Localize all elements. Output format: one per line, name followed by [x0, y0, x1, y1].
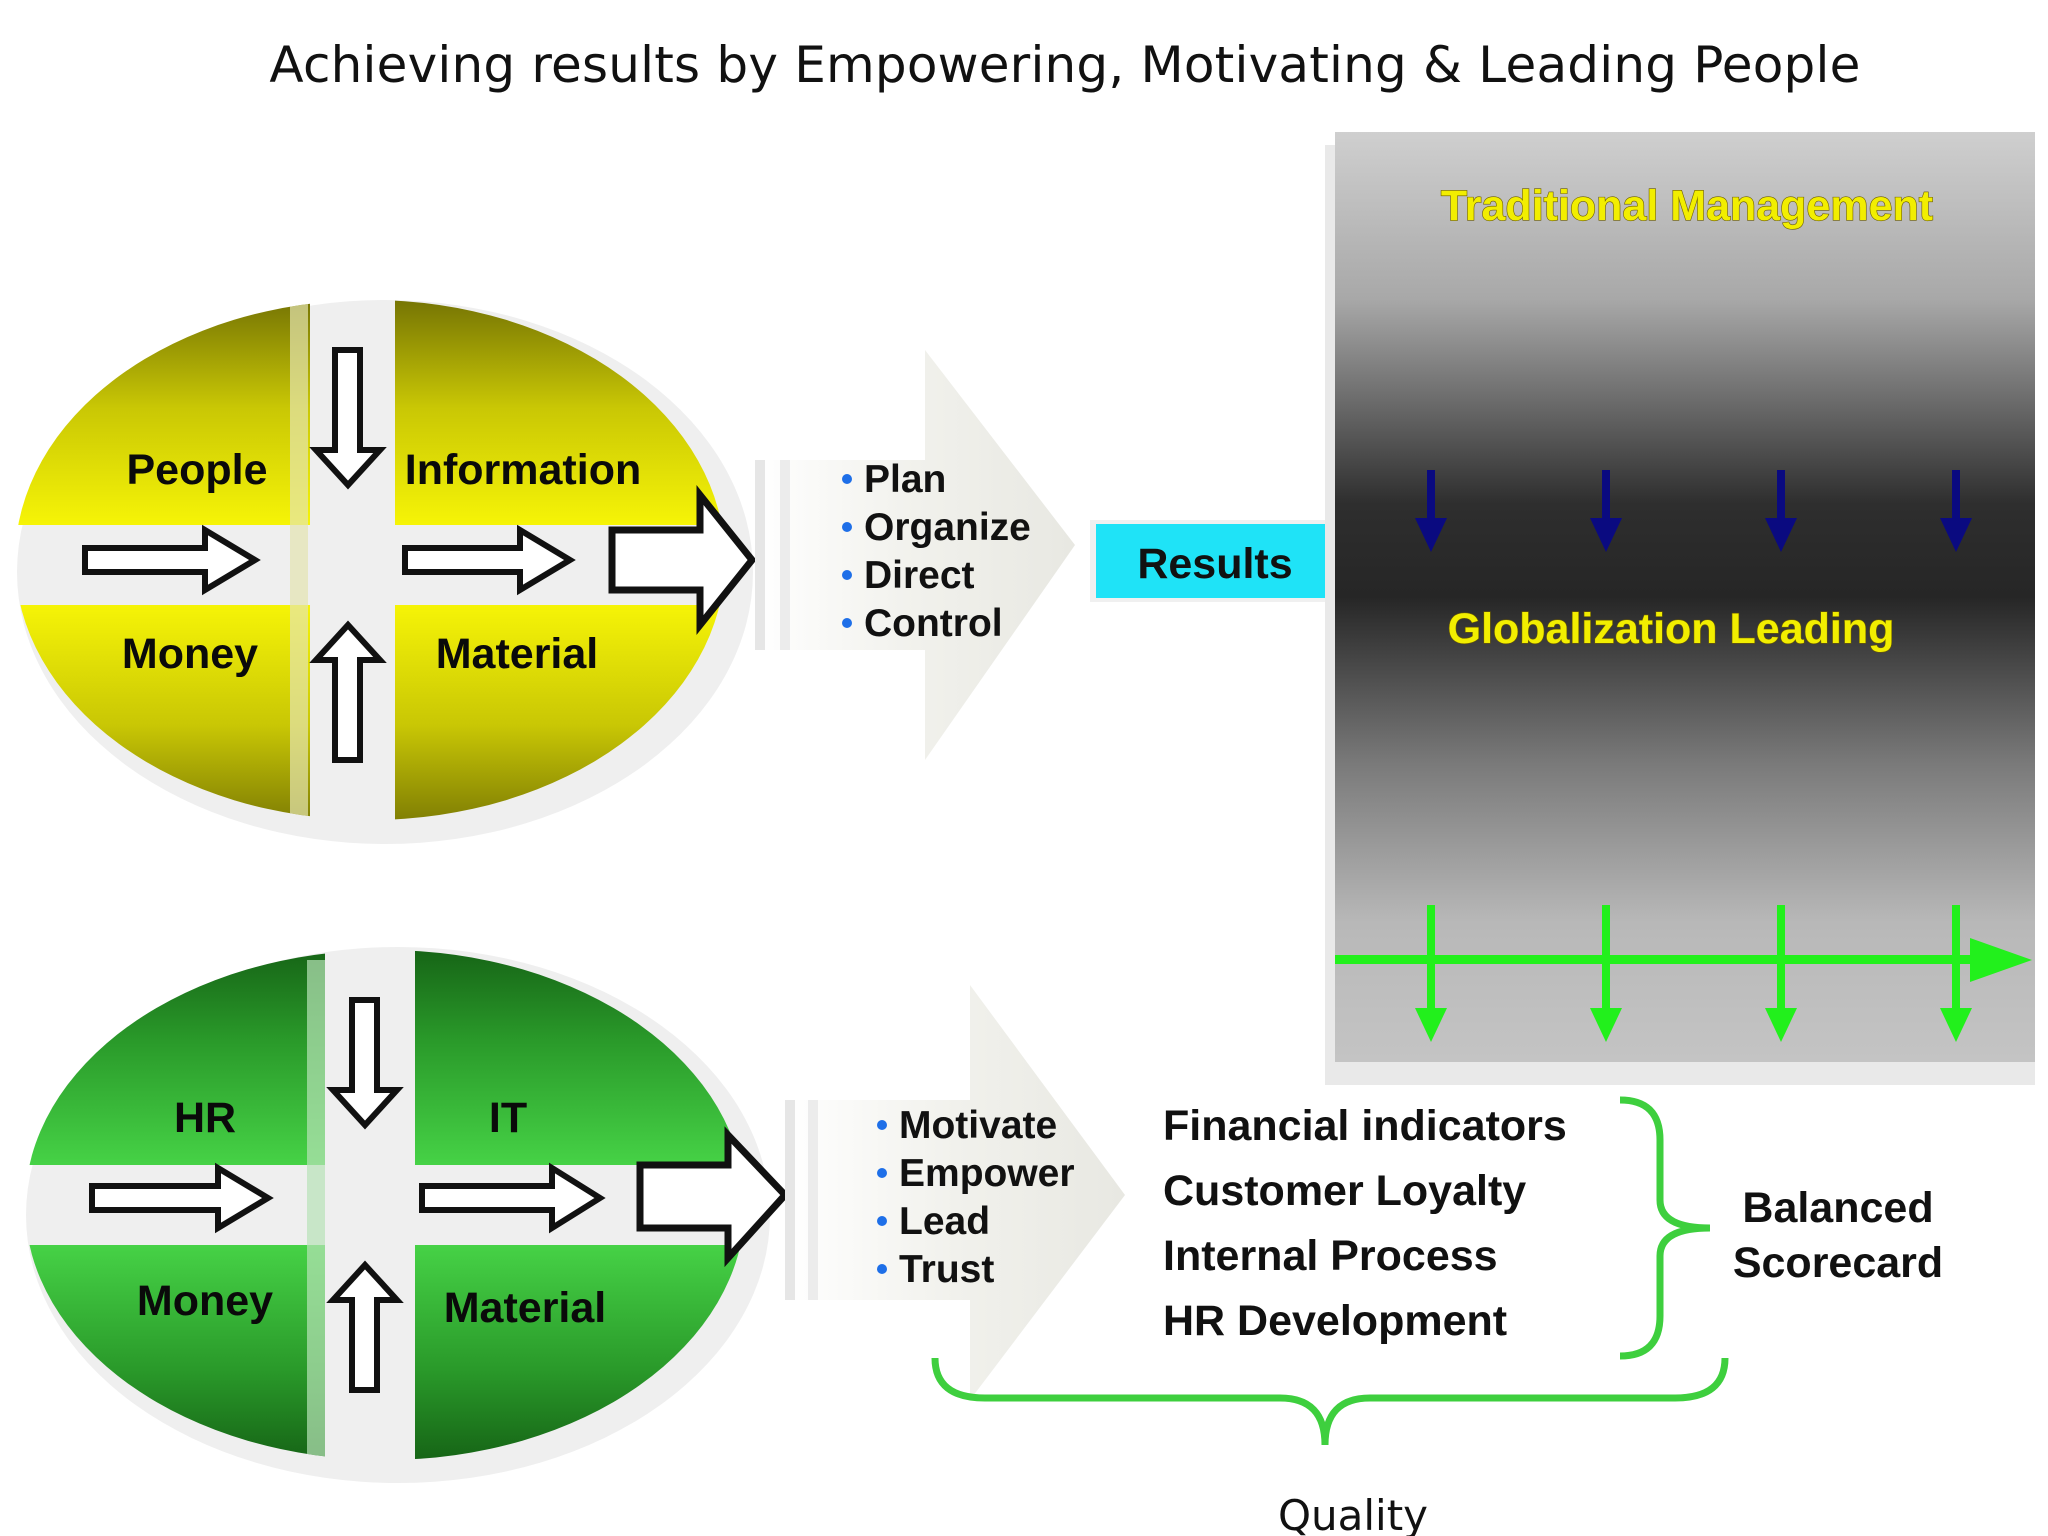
action-plan: Plan — [864, 458, 946, 501]
quadrant-label-money: Money — [122, 630, 258, 678]
green-down-arrow-icon — [1765, 905, 1797, 1042]
arrow-up-icon — [326, 1260, 404, 1393]
quadrant-label-material-bottom: Material — [444, 1284, 607, 1332]
action-organize: Organize — [864, 506, 1031, 549]
scorecard-item-customer: Customer Loyalty — [1163, 1167, 1526, 1215]
green-down-arrow-icon — [1415, 905, 1447, 1042]
results-label: Results — [1137, 540, 1292, 588]
action-direct: Direct — [864, 554, 975, 597]
arrow-right-large-icon — [636, 1126, 790, 1268]
dark-down-arrow-icon — [1590, 470, 1622, 552]
arrow-down-icon — [326, 997, 404, 1130]
dark-down-arrow-icon — [1940, 470, 1972, 552]
bottom-brace-icon — [931, 1357, 1729, 1446]
bullet-icon — [842, 474, 852, 484]
right-brace-icon — [1619, 1096, 1711, 1360]
quadrant-label-money-bottom: Money — [137, 1277, 273, 1325]
page-title: Achieving results by Empowering, Motivat… — [269, 36, 1861, 94]
arrow-right-icon — [419, 1162, 606, 1234]
scorecard-item-hr: HR Development — [1163, 1297, 1507, 1345]
management-panel: Traditional Management Globalization Lea… — [1325, 132, 2035, 1085]
top-process-arrow — [755, 350, 1075, 760]
bullet-icon — [877, 1264, 887, 1274]
scorecard-items: Financial indicators Customer Loyalty In… — [1163, 1102, 1567, 1345]
quadrant-label-people: People — [127, 446, 268, 494]
action-empower: Empower — [899, 1152, 1075, 1195]
quadrant-it — [415, 950, 745, 1165]
quadrant-label-it: IT — [489, 1094, 527, 1142]
arrow-right-icon — [89, 1162, 274, 1234]
balanced-scorecard-label-line1: Balanced — [1742, 1184, 1933, 1232]
scorecard-item-financial: Financial indicators — [1163, 1102, 1567, 1150]
action-trust: Trust — [899, 1248, 994, 1291]
dark-down-arrow-icon — [1415, 470, 1447, 552]
green-down-arrow-icon — [1940, 905, 1972, 1042]
bullet-icon — [842, 522, 852, 532]
arrow-down-icon — [309, 347, 387, 490]
quadrant-hr — [25, 950, 325, 1165]
arrow-right-icon — [82, 524, 261, 596]
action-control: Control — [864, 602, 1003, 645]
green-right-arrow-icon — [1335, 938, 2032, 982]
arrow-right-icon — [402, 524, 576, 596]
quadrant-label-hr: HR — [174, 1094, 236, 1142]
bullet-icon — [877, 1216, 887, 1226]
bottom-actions-list: Motivate Empower Lead Trust — [877, 1104, 1075, 1291]
traditional-management-label: Traditional Management — [1441, 182, 1933, 230]
bullet-icon — [877, 1120, 887, 1130]
bottom-process-arrow — [785, 985, 1125, 1400]
bottom-resource-circle: HR IT Money Material — [25, 947, 790, 1483]
top-actions-list: Plan Organize Direct Control — [842, 458, 1031, 645]
action-motivate: Motivate — [899, 1104, 1057, 1147]
bullet-icon — [877, 1168, 887, 1178]
quality-label: Quality — [1278, 1491, 1428, 1536]
globalization-leading-label: Globalization Leading — [1448, 605, 1895, 653]
action-lead: Lead — [899, 1200, 990, 1243]
green-down-arrow-icon — [1590, 905, 1622, 1042]
arrow-up-icon — [309, 620, 387, 763]
top-resource-circle: People Information Money Material — [15, 300, 757, 844]
bullet-icon — [842, 570, 852, 580]
bullet-icon — [842, 618, 852, 628]
results-box: Results — [1090, 520, 1341, 602]
quadrant-label-material: Material — [436, 630, 599, 678]
dark-down-arrow-icon — [1765, 470, 1797, 552]
quadrant-label-information: Information — [405, 446, 641, 494]
scorecard-item-process: Internal Process — [1163, 1232, 1498, 1280]
arrow-right-large-icon — [608, 485, 757, 635]
balanced-scorecard-label-line2: Scorecard — [1733, 1239, 1943, 1287]
